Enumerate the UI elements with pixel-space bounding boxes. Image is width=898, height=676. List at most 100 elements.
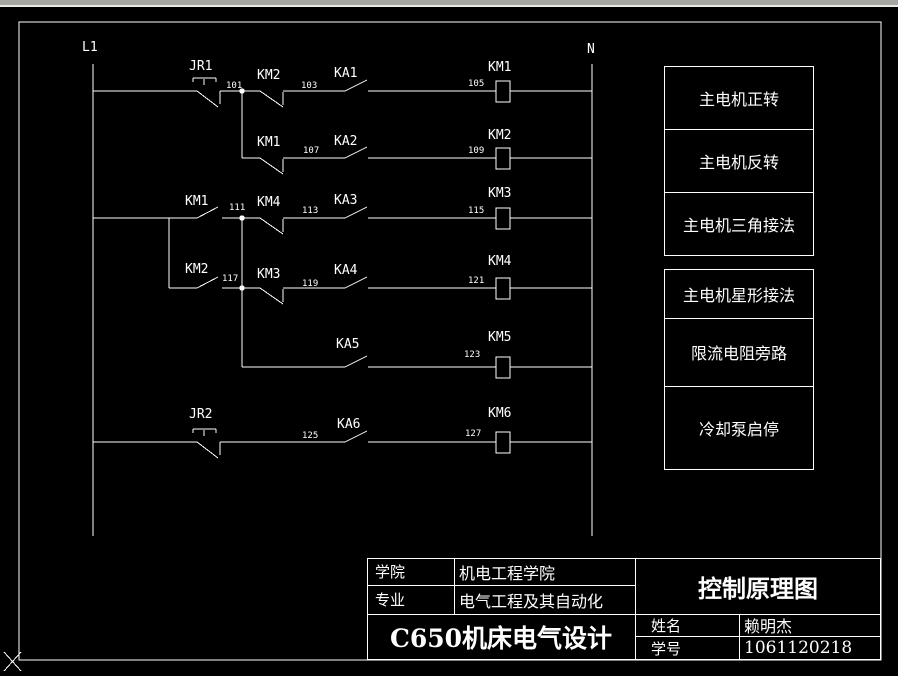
title-block-divider (739, 614, 740, 660)
no-contact-symbol (344, 276, 368, 289)
coil-symbol (495, 207, 511, 230)
wire-number-121: 121 (468, 276, 485, 286)
device-label-ka1: KA1 (334, 66, 358, 81)
function-cell-star: 主电机星形接法 (682, 285, 795, 305)
no-contact-symbol (344, 79, 368, 92)
coil-label-km1: KM1 (488, 60, 512, 75)
rung-1 (93, 77, 592, 158)
function-cell-delta: 主电机三角接法 (682, 216, 795, 235)
wire-number-117: 117 (222, 274, 239, 284)
wire-number-113: 113 (302, 206, 319, 216)
wire-number-119: 119 (302, 279, 319, 289)
wire-number-125: 125 (302, 431, 319, 441)
title-block-divider (454, 558, 455, 614)
no-contact-symbol-left (196, 206, 219, 219)
function-table-upper (664, 66, 814, 256)
device-label-km1-no: KM1 (185, 194, 209, 209)
coil-label-km2: KM2 (488, 128, 512, 143)
function-cell-coolant: 冷却泵启停 (698, 420, 779, 439)
wire-number-127: 127 (465, 429, 482, 439)
title-block-divider (635, 636, 881, 637)
function-cell-reverse: 主电机反转 (698, 152, 779, 172)
coil-symbol (495, 431, 511, 454)
device-label-ka6: KA6 (337, 417, 361, 432)
device-label-km3-nc: KM3 (257, 267, 281, 282)
nc-contact-symbol (259, 157, 284, 175)
wire-number-103: 103 (301, 81, 318, 91)
bus-label-n: N (587, 42, 595, 57)
wire-number-111: 111 (229, 203, 246, 213)
power-bus-lines (92, 64, 593, 536)
coil-label-km3: KM3 (488, 186, 512, 201)
no-contact-symbol (344, 355, 368, 368)
thermal-relay-symbol (192, 428, 221, 459)
nc-contact-symbol (259, 287, 284, 305)
major-label: 专业 (375, 591, 406, 609)
rung-3 (93, 206, 592, 367)
function-cell-resistor: 限流电阻旁路 (690, 344, 787, 363)
name-label: 姓名 (651, 616, 682, 635)
coil-label-km4: KM4 (488, 254, 512, 269)
wire-number-115: 115 (468, 206, 485, 216)
drawing-frame (18, 21, 882, 661)
junction-dot (239, 285, 245, 291)
device-label-jr1: JR1 (189, 59, 213, 74)
rung-5 (242, 355, 592, 379)
junction-dot (239, 215, 245, 221)
coil-symbol (495, 147, 511, 170)
no-contact-symbol (344, 206, 368, 219)
device-label-km2-no: KM2 (185, 262, 209, 277)
title-block-divider (635, 558, 636, 660)
rung-4 (169, 276, 592, 305)
title-block-divider (367, 614, 881, 615)
wire-number-105: 105 (468, 79, 485, 89)
drawing-title: 控制原理图 (698, 573, 818, 603)
title-block (367, 558, 881, 660)
name-value: 赖明杰 (744, 617, 793, 636)
device-label-ka5: KA5 (336, 337, 360, 352)
function-table-lower (664, 269, 814, 470)
device-label-ka3: KA3 (334, 193, 358, 208)
function-table-divider (664, 318, 814, 319)
college-label: 学院 (375, 563, 406, 581)
device-label-km2-nc: KM2 (257, 68, 281, 83)
student-id-value: 1061120218 (744, 638, 853, 658)
bus-label-l1: L1 (82, 40, 98, 55)
nc-contact-symbol (259, 90, 284, 108)
function-table-divider (664, 192, 814, 193)
no-contact-symbol (344, 430, 368, 443)
function-cell-forward: 主电机正转 (698, 89, 779, 109)
thermal-relay-symbol (192, 77, 221, 108)
no-contact-symbol-left (196, 276, 219, 289)
wire-number-109: 109 (468, 146, 485, 156)
nc-contact-symbol (259, 217, 284, 235)
wire-number-107: 107 (303, 146, 320, 156)
device-label-ka2: KA2 (334, 134, 358, 149)
project-title: C650机床电气设计 (389, 624, 613, 653)
device-label-jr2: JR2 (189, 407, 213, 422)
student-id-label: 学号 (651, 639, 682, 658)
junction-dot (239, 88, 245, 94)
major-value: 电气工程及其自动化 (459, 591, 604, 611)
college-value: 机电工程学院 (459, 563, 556, 583)
title-block-divider (367, 585, 635, 586)
crosshair-cursor-mark (3, 651, 22, 672)
coil-label-km6: KM6 (488, 406, 512, 421)
rung-2 (242, 146, 592, 175)
wire-number-123: 123 (464, 350, 481, 360)
coil-label-km5: KM5 (488, 330, 512, 345)
wire-number-101: 101 (226, 81, 243, 91)
rung-6 (93, 428, 592, 459)
no-contact-symbol (344, 146, 368, 159)
coil-symbol (495, 277, 511, 300)
function-table-divider (664, 129, 814, 130)
coil-symbol (495, 356, 511, 379)
device-label-km4-nc: KM4 (257, 195, 281, 210)
device-label-ka4: KA4 (334, 263, 358, 278)
window-top-strip-highlight (0, 5, 898, 7)
function-table-divider (664, 386, 814, 387)
window-top-strip (0, 0, 898, 5)
device-label-km1-nc: KM1 (257, 135, 281, 150)
